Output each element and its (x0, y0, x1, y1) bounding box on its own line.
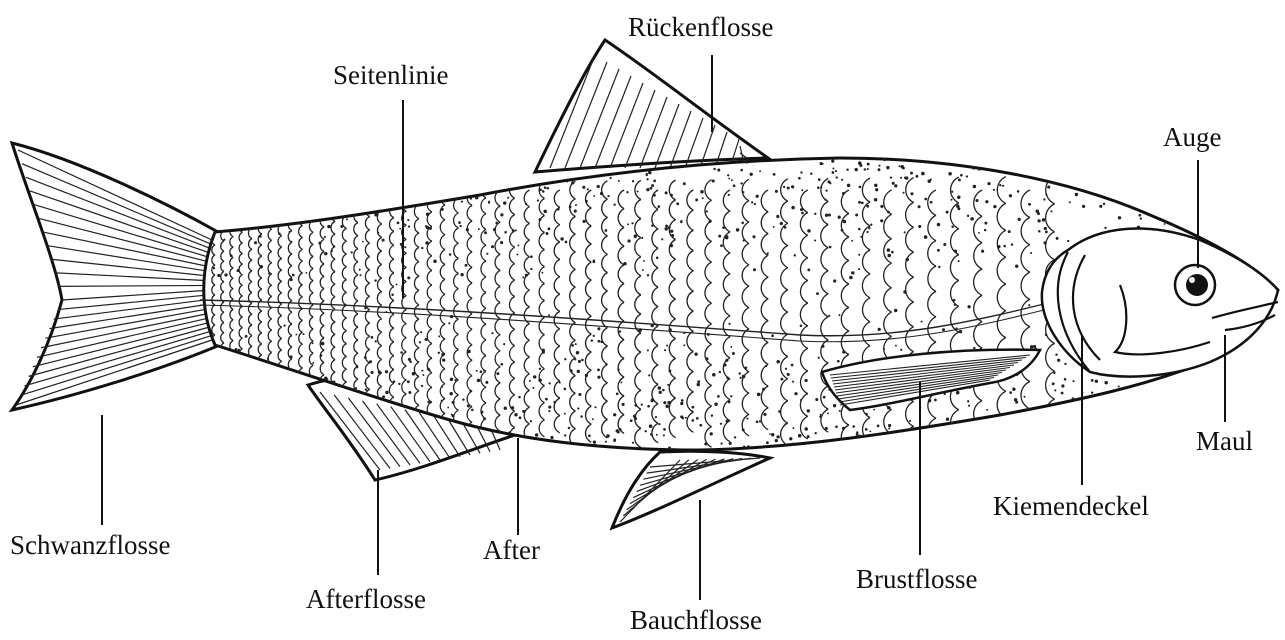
label-schwanzflosse: Schwanzflosse (10, 532, 170, 559)
label-maul: Maul (1196, 428, 1253, 455)
label-bauchflosse: Bauchflosse (630, 607, 762, 634)
label-seitenlinie: Seitenlinie (333, 62, 448, 89)
label-auge: Auge (1163, 124, 1221, 151)
label-rueckenflosse: Rückenflosse (628, 14, 773, 41)
label-afterflosse: Afterflosse (306, 586, 426, 613)
label-after: After (483, 537, 540, 564)
label-brustflosse: Brustflosse (856, 566, 978, 593)
label-kiemendeckel: Kiemendeckel (993, 493, 1149, 520)
pelvic-fin (612, 451, 770, 528)
dorsal-fin (535, 40, 768, 172)
